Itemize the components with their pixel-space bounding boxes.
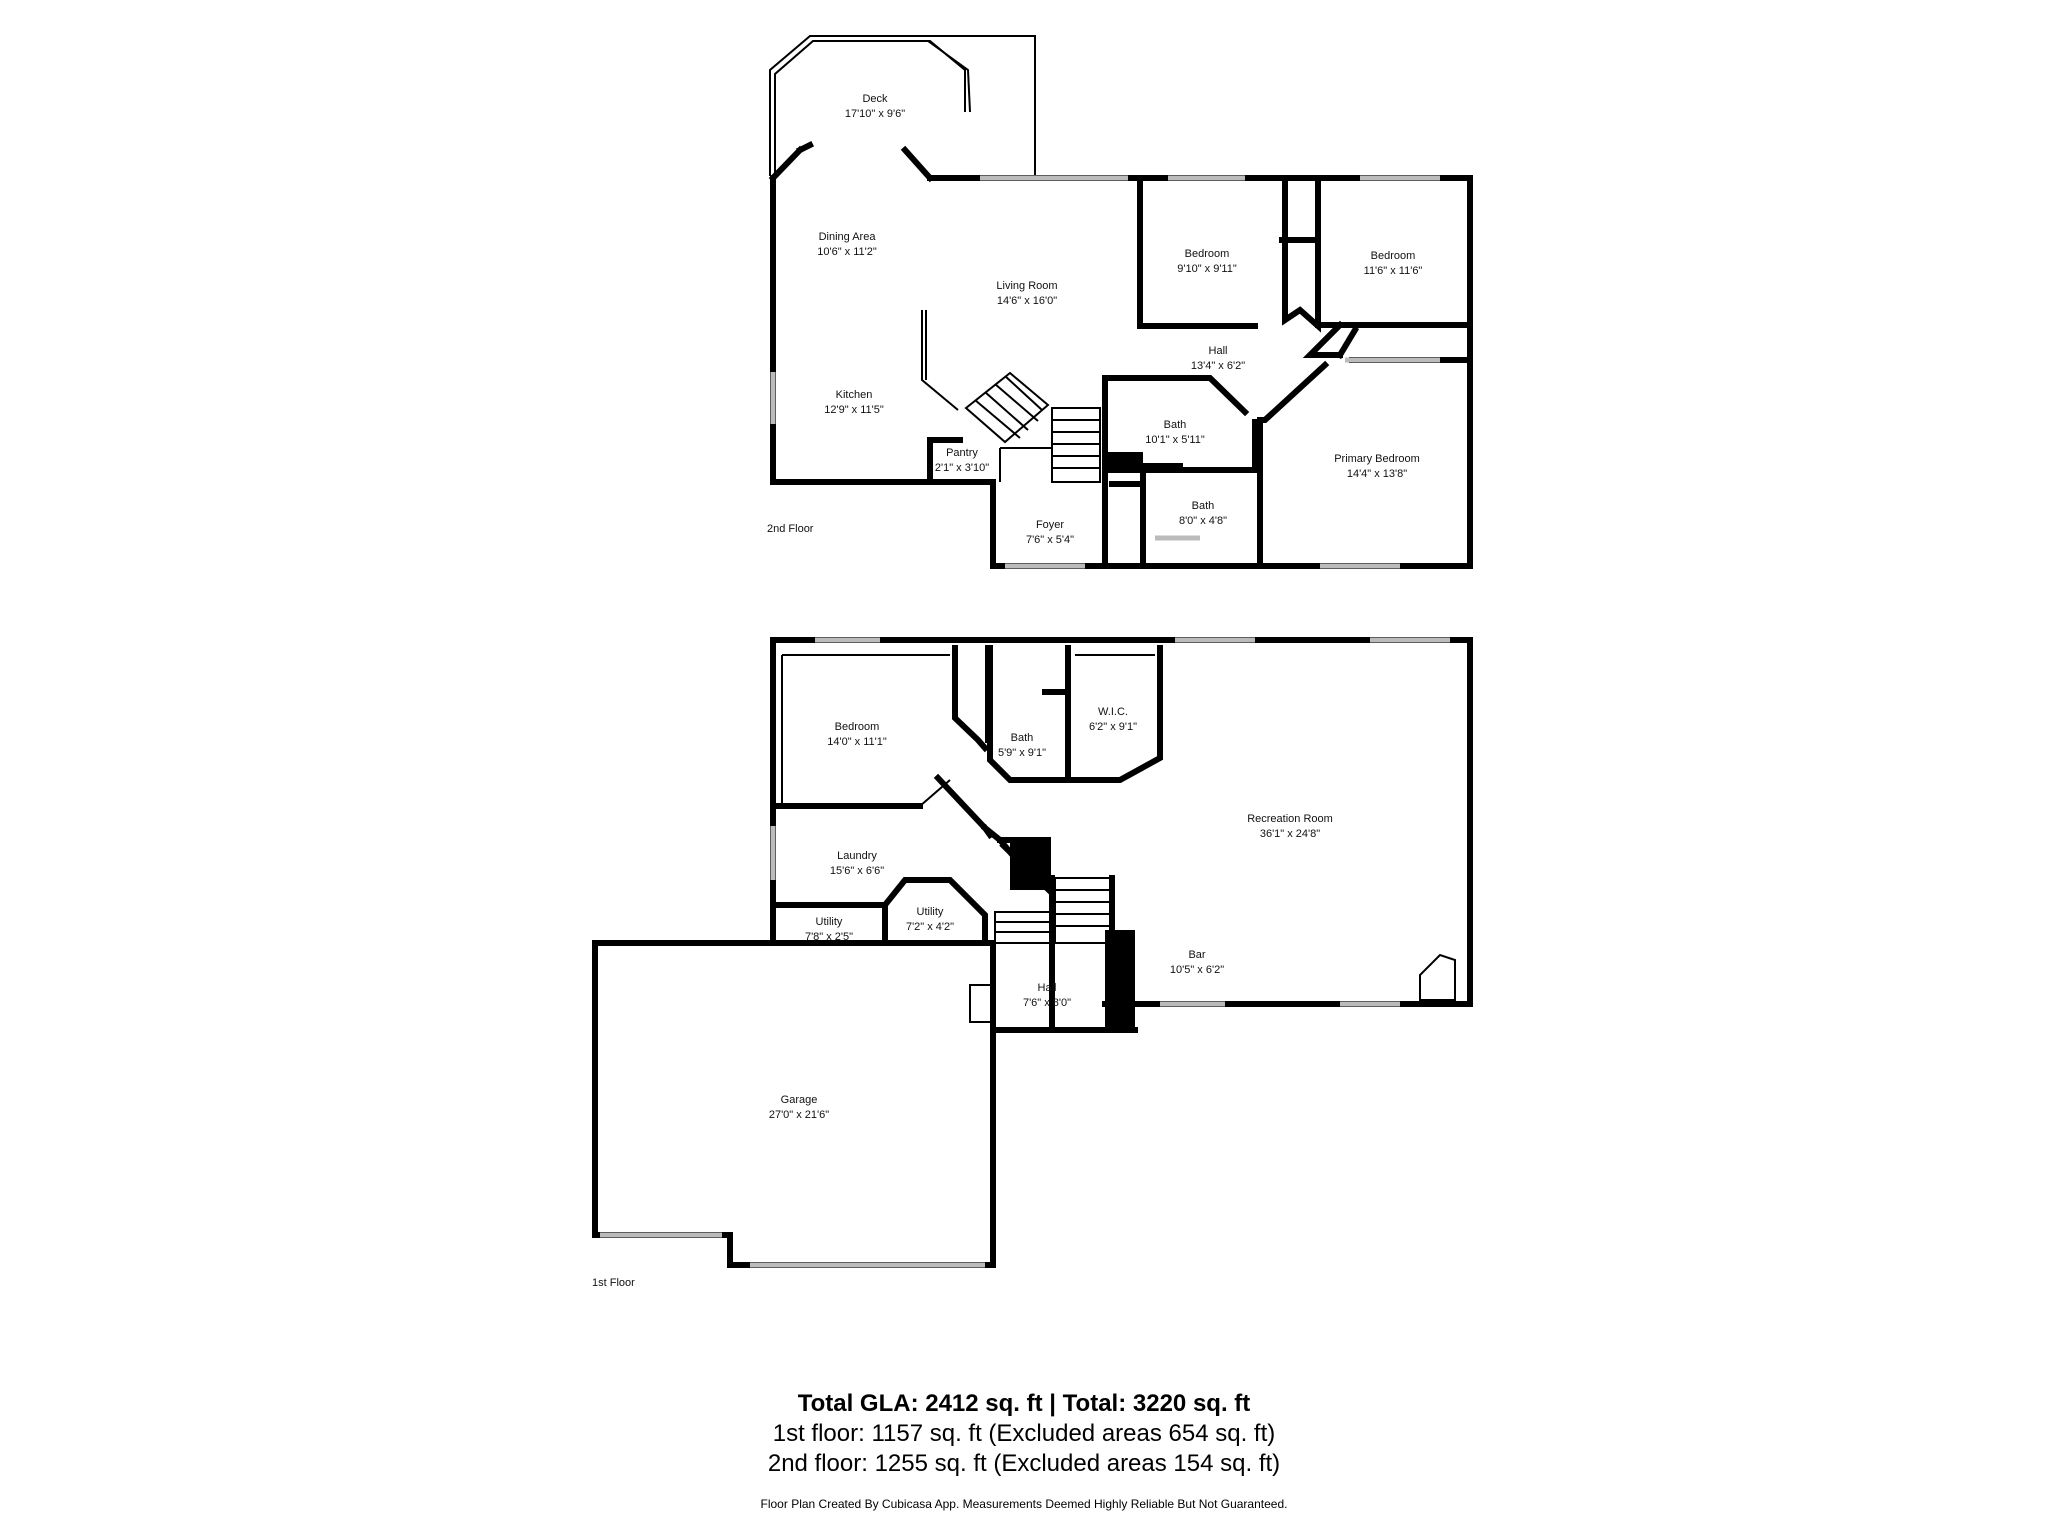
second-floor-stairs: [964, 371, 1101, 483]
second-floor-plan: [768, 35, 1473, 569]
room-name: Bedroom: [1185, 248, 1230, 260]
floor-label-first: 1st Floor: [592, 1277, 635, 1289]
room-name: Utility: [917, 906, 944, 918]
room-name: Garage: [781, 1094, 818, 1106]
room-name: Primary Bedroom: [1334, 453, 1420, 465]
first-floor-outer-wall: [770, 637, 1473, 1007]
room-dims: 14'6" x 16'0": [997, 295, 1057, 307]
room-name: Recreation Room: [1247, 813, 1333, 825]
room-dims: 11'6" x 11'6": [1364, 265, 1423, 277]
first-floor-area: 1st floor: 1157 sq. ft (Excluded areas 6…: [772, 1420, 1276, 1447]
first-floor-labels: Bedroom 14'0" x 11'1" Bath 5'9" x 9'1" W…: [592, 706, 1333, 1289]
room-dims: 15'6" x 6'6": [830, 865, 884, 877]
room-dims: 7'6" x 8'0": [1023, 997, 1071, 1009]
room-dims: 27'0" x 21'6": [769, 1109, 829, 1121]
room-name: W.I.C.: [1098, 706, 1128, 718]
room-dims: 14'0" x 11'1": [827, 736, 887, 748]
room-dims: 6'2" x 9'1": [1089, 721, 1137, 733]
deck-outline: [769, 35, 1036, 176]
floor-label-second: 2nd Floor: [767, 523, 814, 535]
room-name: Bar: [1188, 949, 1205, 961]
room-dims: 5'9" x 9'1": [998, 747, 1046, 759]
room-name: Dining Area: [819, 231, 877, 243]
room-dims: 2'1" x 3'10": [935, 462, 989, 474]
room-name: Foyer: [1036, 519, 1064, 531]
room-dims: 7'6" x 5'4": [1026, 534, 1074, 546]
second-floor-area: 2nd floor: 1255 sq. ft (Excluded areas 1…: [767, 1450, 1281, 1477]
first-floor-plan: [592, 637, 1473, 1268]
room-name: Hall: [1209, 345, 1228, 357]
room-name: Bath: [1164, 419, 1187, 431]
room-dims: 10'1" x 5'11": [1145, 434, 1205, 446]
room-dims: 17'10" x 9'6": [845, 108, 905, 120]
room-name: Hall: [1038, 982, 1057, 994]
room-dims: 14'4" x 13'8": [1347, 468, 1407, 480]
room-dims: 36'1" x 24'8": [1260, 828, 1320, 840]
room-name: Bedroom: [1371, 250, 1416, 262]
room-name: Deck: [862, 93, 888, 105]
garage-wall: [592, 940, 996, 1268]
room-name: Pantry: [946, 447, 978, 459]
room-dims: 10'5" x 6'2": [1170, 964, 1224, 976]
room-name: Laundry: [837, 850, 877, 862]
room-dims: 10'6" x 11'2": [817, 246, 877, 258]
room-dims: 13'4" x 6'2": [1191, 360, 1245, 372]
room-dims: 12'9" x 11'5": [824, 404, 884, 416]
room-dims: 9'10" x 9'11": [1177, 263, 1237, 275]
room-name: Living Room: [996, 280, 1057, 292]
second-floor-labels: Deck 17'10" x 9'6" Dining Area 10'6" x 1…: [767, 93, 1422, 546]
room-dims: 8'0" x 4'8": [1179, 515, 1227, 527]
room-name: Bath: [1011, 732, 1034, 744]
room-name: Bedroom: [835, 721, 880, 733]
total-area-summary: Total GLA: 2412 sq. ft | Total: 3220 sq.…: [797, 1390, 1251, 1417]
room-dims: 7'8" x 2'5": [805, 931, 853, 943]
room-name: Kitchen: [836, 389, 873, 401]
room-name: Utility: [816, 916, 843, 928]
room-dims: 7'2" x 4'2": [906, 921, 954, 933]
room-name: Bath: [1192, 500, 1215, 512]
disclaimer-text: Floor Plan Created By Cubicasa App. Meas…: [760, 1497, 1288, 1511]
